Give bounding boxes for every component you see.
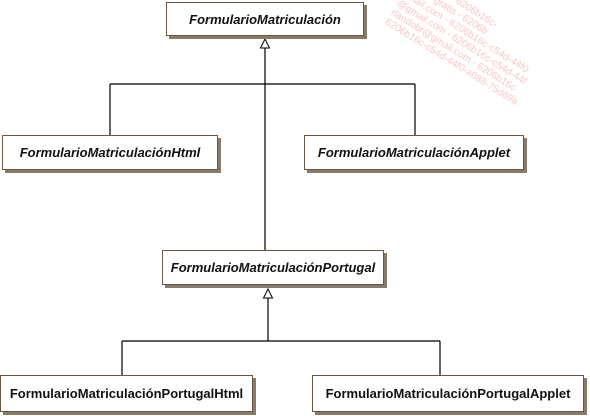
class-box-formulario-matriculacion-portugal-html: FormularioMatriculaciónPortugalHtml	[0, 375, 253, 412]
class-name: FormularioMatriculaciónPortugalApplet	[325, 386, 571, 401]
class-name: FormularioMatriculaciónPortugal	[170, 260, 376, 275]
class-name: FormularioMatriculaciónPortugalHtml	[9, 386, 244, 401]
class-name: FormularioMatriculaciónHtml	[19, 145, 201, 160]
generalization-arrowhead-portugal	[262, 287, 274, 299]
class-name: FormularioMatriculaciónApplet	[317, 145, 511, 160]
class-box-formulario-matriculacion: FormularioMatriculación	[166, 2, 364, 36]
generalization-arrowhead-root	[259, 37, 271, 49]
class-box-formulario-matriculacion-html: FormularioMatriculaciónHtml	[2, 135, 218, 170]
class-box-formulario-matriculacion-portugal: FormularioMatriculaciónPortugal	[162, 250, 384, 285]
class-box-formulario-matriculacion-applet: FormularioMatriculaciónApplet	[304, 135, 524, 170]
class-name: FormularioMatriculación	[189, 11, 341, 27]
class-box-formulario-matriculacion-portugal-applet: FormularioMatriculaciónPortugalApplet	[312, 375, 584, 412]
